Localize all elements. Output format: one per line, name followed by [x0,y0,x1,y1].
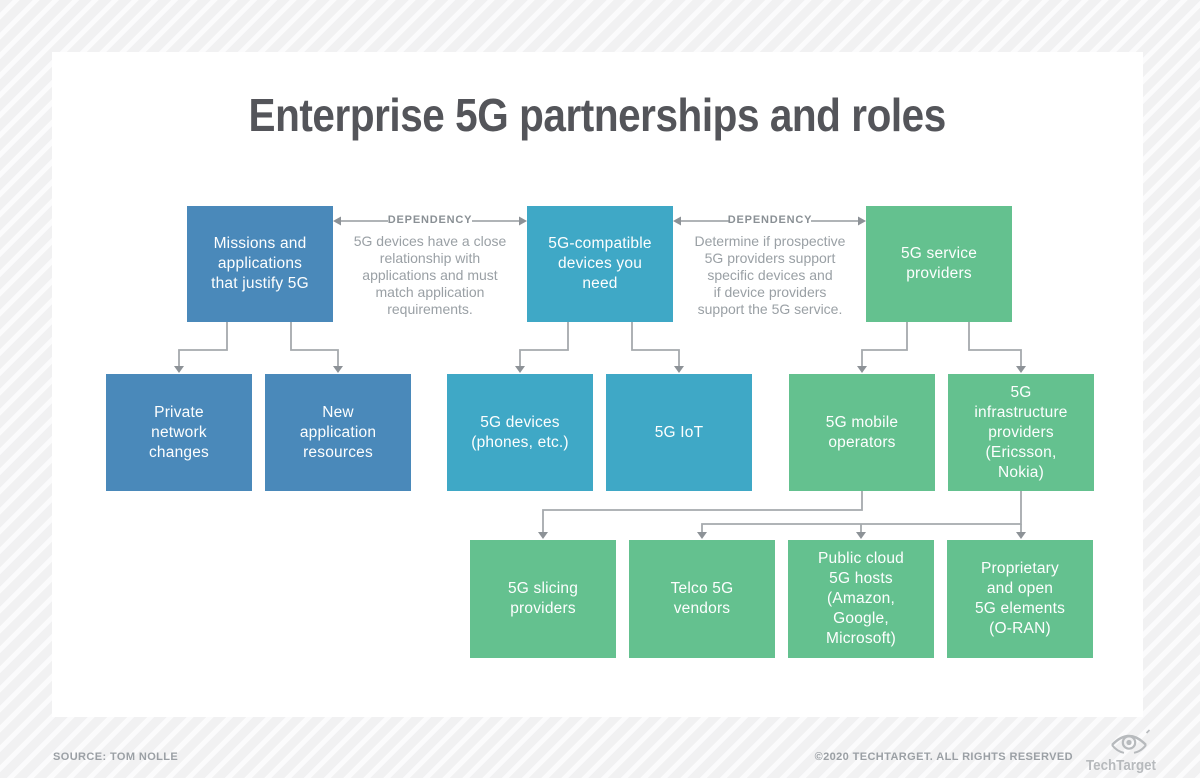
dependency-text-2: Determine if prospective 5G providers su… [694,233,846,317]
page-title: Enterprise 5G partnerships and roles [248,89,947,141]
dependency-label-1: DEPENDENCY [387,214,473,226]
box-5g-compatible-devices: 5G-compatible devices you need [527,206,673,322]
copyright-notice: ©2020 TECHTARGET. ALL RIGHTS RESERVED [814,751,1073,763]
logo-wordmark: TechTarget [1086,757,1156,774]
box-telco-5g-vendors: Telco 5G vendors [629,540,775,658]
source-credit: SOURCE: TOM NOLLE [53,751,179,763]
box-private-network-changes: Private network changes [106,374,252,491]
box-5g-infrastructure-providers: 5G infrastructure providers (Ericsson, N… [948,374,1094,491]
box-public-cloud-5g-hosts: Public cloud 5G hosts (Amazon, Google, M… [788,540,934,658]
box-5g-service-providers: 5G service providers [866,206,1012,322]
box-new-application-resources: New application resources [265,374,411,491]
eye-icon [1111,729,1151,754]
box-5g-devices-phones: 5G devices (phones, etc.) [447,374,593,491]
techtarget-logo: TechTarget [1086,729,1156,774]
box-5g-slicing-providers: 5G slicing providers [470,540,616,658]
box-proprietary-open-5g-elements: Proprietary and open 5G elements (O-RAN) [947,540,1093,658]
dependency-text-1: 5G devices have a close relationship wit… [353,233,507,317]
dependency-label-2: DEPENDENCY [727,214,813,226]
box-5g-mobile-operators: 5G mobile operators [789,374,935,491]
box-missions-applications: Missions and applications that justify 5… [187,206,333,322]
box-5g-iot: 5G IoT [606,374,752,491]
